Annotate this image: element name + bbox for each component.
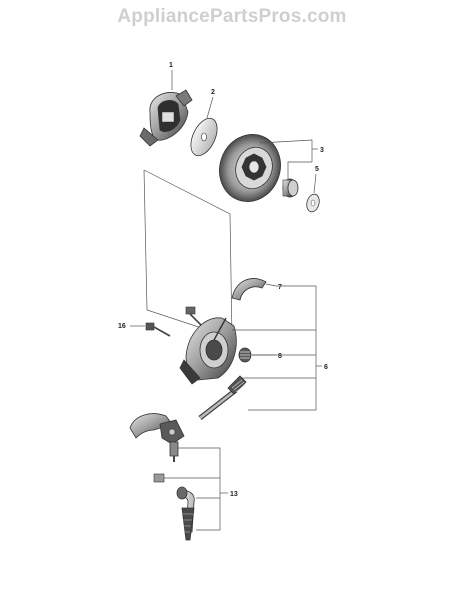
callout-1: 1: [169, 62, 173, 69]
callout-16: 16: [118, 323, 126, 330]
leader-2: [206, 96, 214, 119]
callout-2: 2: [211, 89, 215, 96]
part-oil-strainer: [181, 507, 195, 541]
part-worm-gear-shaft: [198, 375, 247, 420]
part-2-washer: [190, 117, 218, 157]
callout-6: 6: [324, 364, 328, 371]
part-oil-pump-lever: [129, 413, 185, 462]
part-needle-bearing: [282, 178, 299, 198]
part-16-screw: [145, 322, 171, 337]
callout-5: 5: [315, 166, 319, 173]
part-7-chain-guide: [231, 278, 267, 301]
part-fitting: [153, 473, 165, 483]
part-5-washer: [306, 193, 320, 213]
site-watermark: AppliancePartsPros.com: [117, 6, 347, 27]
leader-3: [259, 139, 313, 162]
callout-7: 7: [278, 284, 282, 291]
leader-6-bracket: [248, 285, 317, 411]
part-1-clutch: [139, 89, 193, 147]
part-8-spring: [238, 347, 252, 363]
callout-13: 13: [230, 491, 238, 498]
callout-3: 3: [320, 147, 324, 154]
leader-13-bracket: [178, 447, 221, 531]
part-3-clutch-drum: [219, 134, 281, 202]
part-oil-pump-housing: [179, 317, 237, 385]
callout-8: 8: [278, 353, 282, 360]
leader-5: [313, 173, 317, 194]
